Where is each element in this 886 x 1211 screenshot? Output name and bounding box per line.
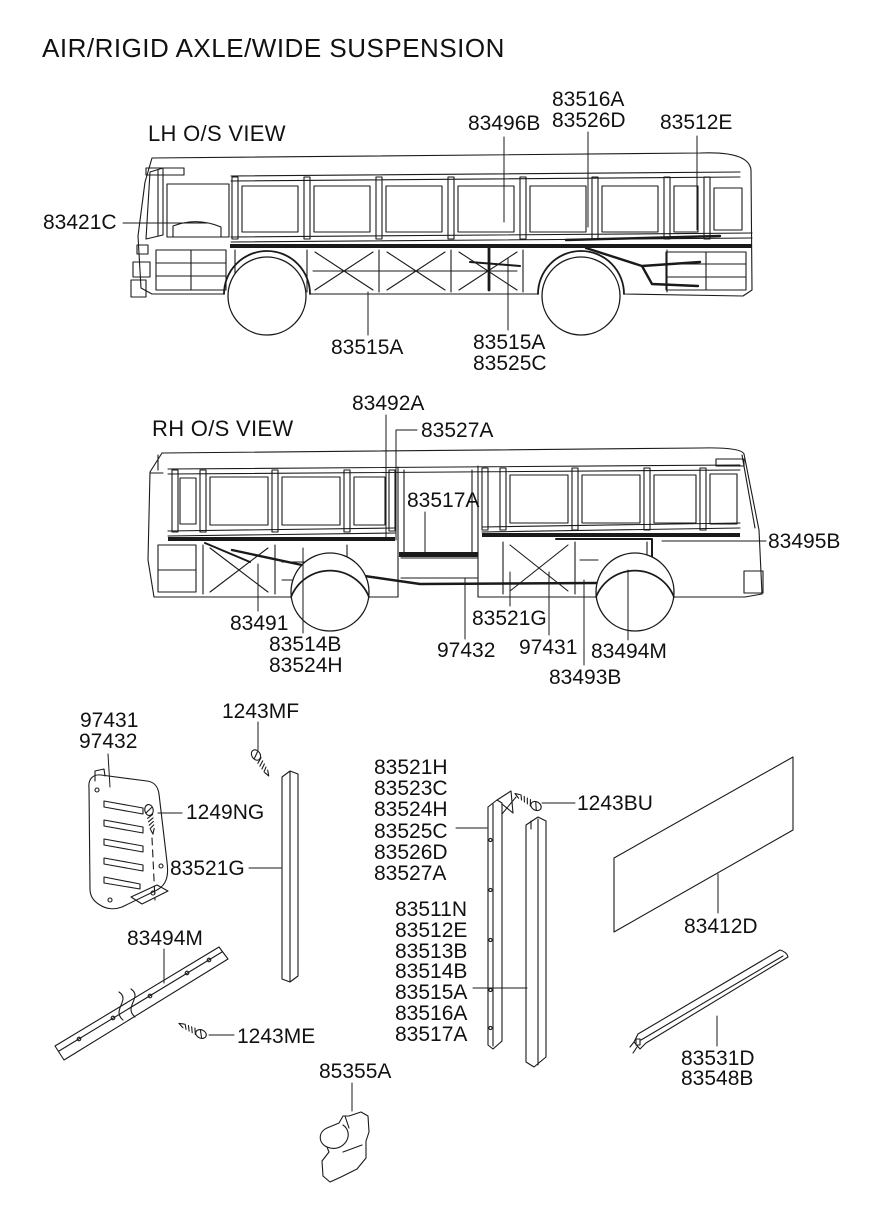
callout-83512E: 83512E <box>660 111 733 134</box>
rh-front-wheel <box>595 552 675 632</box>
callout-83494M-rh: 83494M <box>591 640 667 663</box>
callout-97432-rh: 97432 <box>437 639 496 662</box>
callout-97431-part: 97431 <box>80 709 139 732</box>
clamp-85355A-drawing <box>319 1111 370 1183</box>
callout-83493B: 83493B <box>549 666 622 689</box>
callout-83521G-part: 83521G <box>170 857 245 880</box>
mudflap-bracket-drawing <box>88 768 169 910</box>
callout-97432-part: 97432 <box>79 730 138 753</box>
callout-83527A-list: 83527A <box>374 861 447 885</box>
callout-1249NG: 1249NG <box>186 801 265 824</box>
callout-83514B-list: 83514B <box>395 960 468 984</box>
callout-83516A: 83516A <box>552 88 625 111</box>
callout-83517A: 83517A <box>407 489 480 512</box>
rh-rear-wheel <box>290 552 370 632</box>
callout-83515A-rear: 83515A <box>473 331 546 354</box>
screw-1243BU-drawing <box>512 789 544 813</box>
callout-83523C: 83523C <box>374 777 448 801</box>
garnish-lower-callout-list: 83511N 83512E 83513B 83514B 83515A 83516… <box>395 898 468 1046</box>
callout-83512E-list: 83512E <box>395 918 468 942</box>
callout-83526D: 83526D <box>552 109 626 132</box>
callout-83517A-list: 83517A <box>395 1022 468 1046</box>
callout-1243BU: 1243BU <box>577 792 653 815</box>
rh-view-caption: RH O/S VIEW <box>152 416 294 441</box>
callout-83521H: 83521H <box>374 756 448 779</box>
garnish-strip-lower-drawing <box>525 816 547 1068</box>
callout-83494M-part: 83494M <box>127 927 203 950</box>
callout-83514B: 83514B <box>269 633 342 656</box>
garnish-upper-callout-list: 83521H 83523C 83524H 83525C 83526D 83527… <box>374 757 448 884</box>
callout-83515A-front: 83515A <box>331 336 404 359</box>
callout-83513B: 83513B <box>395 939 468 963</box>
callout-97431-rh: 97431 <box>519 636 578 659</box>
panel-83412D-drawing <box>613 756 794 933</box>
rh-door-opening <box>397 465 479 598</box>
molding-83531D-drawing <box>629 949 789 1054</box>
strip-83521G-drawing <box>281 770 299 983</box>
callout-83491: 83491 <box>230 612 289 635</box>
lh-view-caption: LH O/S VIEW <box>148 121 286 146</box>
callout-83496B: 83496B <box>468 112 541 135</box>
callout-83548B: 83548B <box>681 1067 754 1090</box>
rh-mirror-arm <box>715 458 745 467</box>
callout-83511N: 83511N <box>395 898 468 921</box>
callout-1243ME: 1243ME <box>237 1025 316 1048</box>
callout-83526D-list: 83526D <box>374 840 448 864</box>
lh-mirror-arm <box>145 167 185 176</box>
callout-83531D: 83531D <box>681 1047 755 1070</box>
screw-1243MF-drawing <box>248 747 274 779</box>
lh-driver-seat <box>172 221 222 238</box>
callout-83524H: 83524H <box>269 654 343 677</box>
screw-1249NG-drawing <box>143 803 158 836</box>
callout-83527A: 83527A <box>421 419 494 442</box>
screw-1249NG-centerline <box>151 837 156 901</box>
callout-83525C-list: 83525C <box>374 819 448 843</box>
screw-1243ME-drawing <box>176 1019 209 1041</box>
callout-83492A: 83492A <box>352 392 425 415</box>
lh-front-wheel <box>227 256 307 336</box>
callout-83521G-rh: 83521G <box>472 607 547 630</box>
callout-83421C: 83421C <box>43 211 117 234</box>
callout-85355A: 85355A <box>319 1060 392 1083</box>
lh-rear-wheel <box>541 256 621 336</box>
callout-83516A-list: 83516A <box>395 1001 468 1025</box>
leader-lines <box>107 131 767 1112</box>
page-title: AIR/RIGID AXLE/WIDE SUSPENSION <box>42 33 505 63</box>
callout-83495B: 83495B <box>768 530 841 553</box>
callout-1243MF: 1243MF <box>222 700 300 723</box>
callout-83524H-list: 83524H <box>374 798 448 822</box>
callout-83515A-list: 83515A <box>395 981 468 1005</box>
callout-83525C: 83525C <box>473 352 547 375</box>
strip-83494M-drawing <box>54 946 229 1061</box>
callout-83412D: 83412D <box>684 915 758 938</box>
rh-bus-drawing <box>147 447 764 632</box>
garnish-strip-upper-drawing <box>487 790 514 1050</box>
lh-bus-drawing <box>130 152 753 336</box>
